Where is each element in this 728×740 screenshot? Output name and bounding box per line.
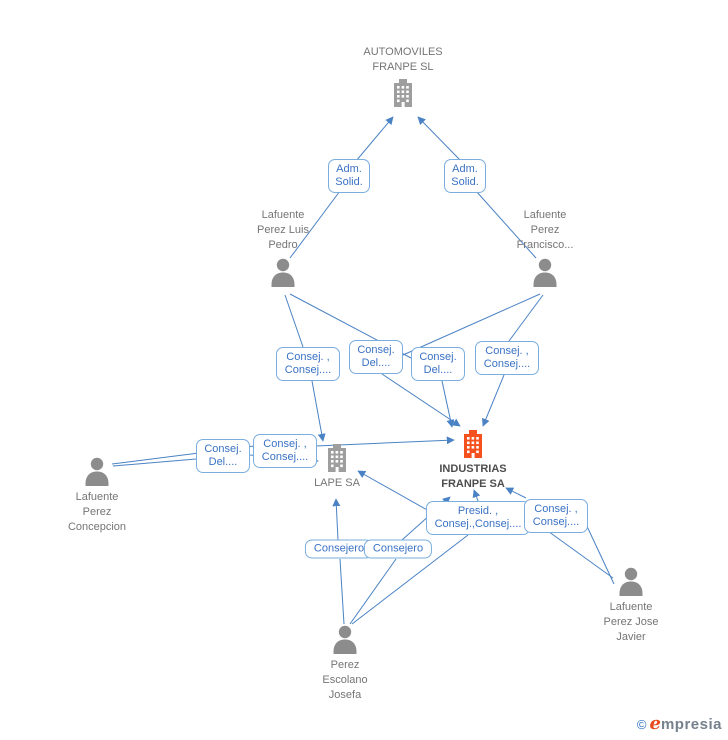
person-icon [533,258,557,287]
edge-arrow [472,489,481,502]
relationship-box-adm-solid-right[interactable]: Adm. Solid. [444,159,486,193]
empresia-logo[interactable]: © empresia [637,713,722,734]
company-name: LAPE SA [314,477,360,489]
edge-arrow [355,116,394,162]
edge-arrow [482,374,505,427]
relationship-box-consej-del-concepcion-lape[interactable]: Consej. Del.... [196,439,250,473]
edge-line [584,521,615,585]
person-name: Lafuente Perez Concepcion [67,491,127,533]
edge-line [339,558,345,625]
relationship-box-consejero-right[interactable]: Consejero [363,539,433,559]
person-node-lafuente-perez-francisco[interactable]: Lafuente Perez Francisco... [500,208,590,287]
relationship-box-consej-consej-josejavier-industrias[interactable]: Consej. , Consej.... [524,499,588,533]
person-name: Lafuente Perez Luis Pedro [257,209,309,251]
edge-arrow [381,373,461,427]
relationship-box-consejero-left[interactable]: Consejero [304,539,374,559]
edge-arrow [311,380,326,442]
edge-arrow [332,498,341,541]
building-icon [394,79,412,107]
person-node-perez-escolano-josefa[interactable]: Perez Escolano Josefa [300,624,390,703]
person-node-lafuente-perez-luis-pedro[interactable]: Lafuente Perez Luis Pedro [238,208,328,287]
person-icon [271,258,295,287]
brand-initial: e [649,713,661,734]
person-icon [85,457,109,486]
person-icon [619,567,643,596]
relationship-box-consej-consej-luispedro-lape[interactable]: Consej. , Consej.... [276,347,340,381]
copyright-symbol: © [636,717,647,732]
person-node-lafuente-perez-jose-javier[interactable]: Lafuente Perez Jose Javier [586,566,676,645]
person-icon [333,625,357,654]
company-name: AUTOMOVILES FRANPE SL [363,46,443,73]
edge-line [112,458,197,467]
company-name: INDUSTRIAS FRANPE SA [439,463,507,490]
company-node-lape-sa[interactable]: LAPE SA [294,444,380,491]
building-icon [328,444,346,472]
person-name: Perez Escolano Josefa [322,659,368,701]
brand-text: mpresia [660,716,722,733]
edge-line [284,294,304,348]
company-node-automoviles-franpe-sl[interactable]: AUTOMOVILES FRANPE SL [360,45,446,107]
relationship-box-consej-del-luispedro-industrias[interactable]: Consej. Del.... [411,347,465,381]
relationship-box-consej-consej-concepcion-industrias[interactable]: Consej. , Consej.... [253,434,317,468]
edge-line [349,558,397,625]
person-name: Lafuente Perez Jose Javier [603,601,659,643]
building-icon [464,430,482,458]
relationship-box-consej-consej-francisco-industrias[interactable]: Consej. , Consej.... [475,341,539,375]
relationship-box-presid-consej[interactable]: Presid. , Consej.,Consej.... [426,501,530,535]
relationship-box-adm-solid-left[interactable]: Adm. Solid. [328,159,370,193]
edge-line [508,294,544,342]
edge-line [351,534,469,625]
company-node-industrias-franpe-sa[interactable]: INDUSTRIAS FRANPE SA [430,430,516,492]
person-node-lafuente-perez-concepcion[interactable]: Lafuente Perez Concepcion [52,456,142,535]
person-name: Lafuente Perez Francisco... [516,209,574,251]
edge-arrow [505,487,527,499]
edge-arrow [357,470,430,512]
edge-line [289,190,341,259]
edge-arrow [417,116,462,162]
edge-line [475,190,537,259]
relationship-box-consej-del-francisco-industrias[interactable]: Consej. Del.... [349,340,403,374]
edge-line [402,293,541,356]
